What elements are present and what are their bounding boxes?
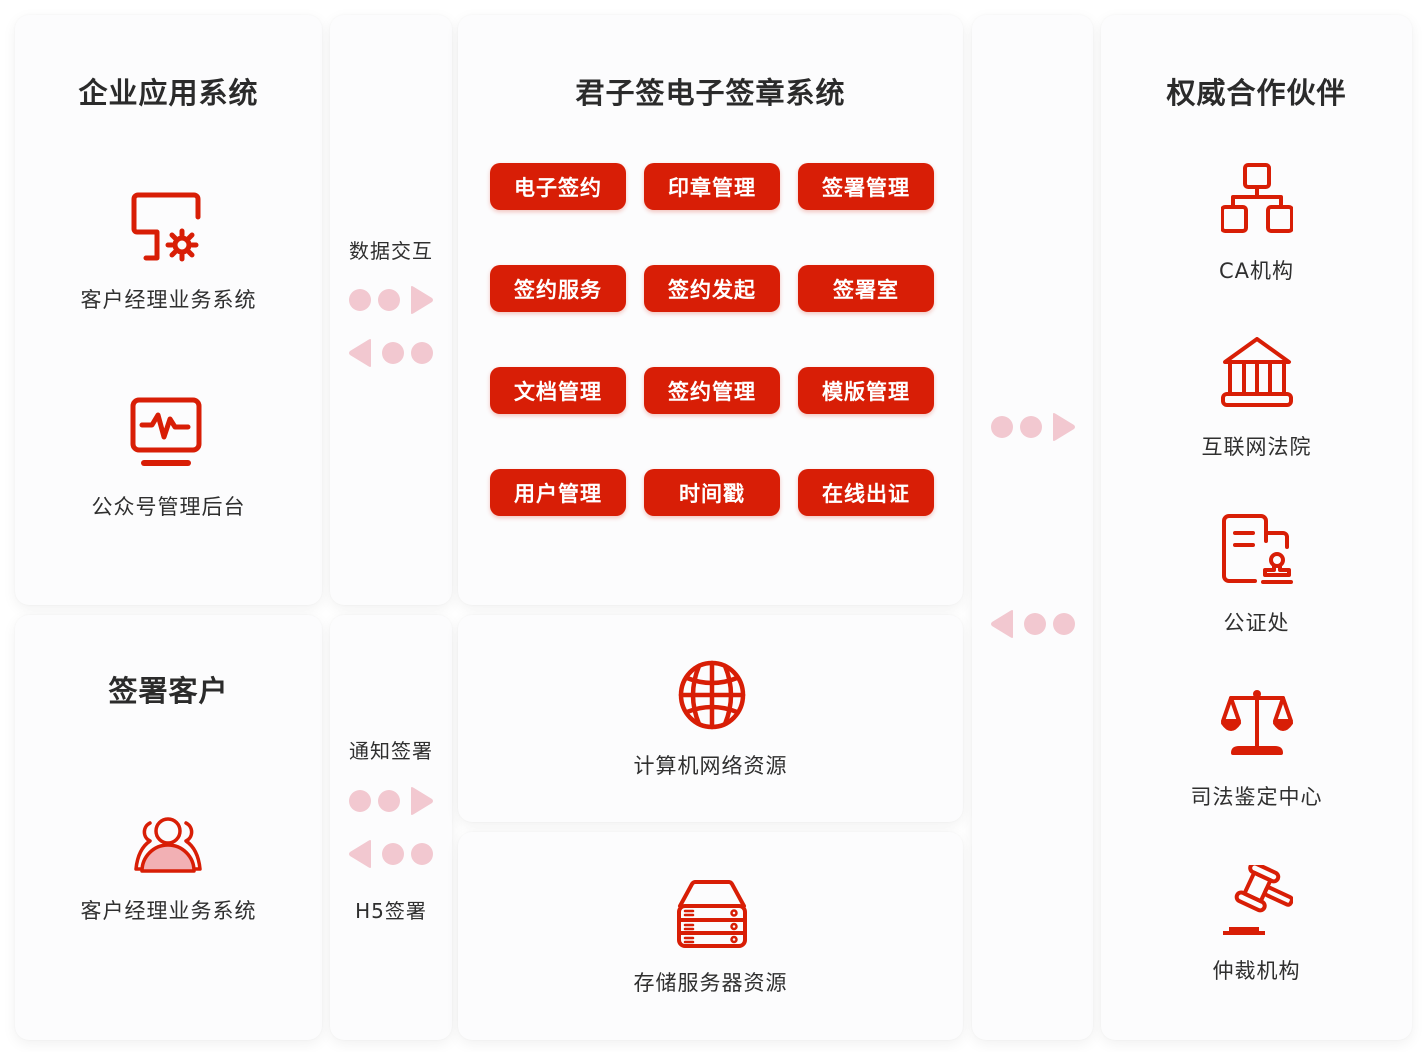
scales-icon [1221,689,1293,761]
partner-label: CA机构 [1218,259,1295,283]
core-system-card: 君子签电子签章系统 电子签约 印章管理 签署管理 签约服务 签约发起 签署室 文… [458,15,963,605]
globe-icon [677,660,747,730]
module-signing-service[interactable]: 签约服务 [490,265,626,312]
module-contract-management[interactable]: 签约管理 [644,367,780,414]
module-online-certificate[interactable]: 在线出证 [798,469,934,516]
users-group-icon [132,815,204,875]
server-icon [676,878,748,950]
module-template-management[interactable]: 模版管理 [798,367,934,414]
partner-label: 司法鉴定中心 [1190,785,1323,809]
partner-label: 公证处 [1223,611,1290,635]
partners-card: 权威合作伙伴 CA机构 互联网法院 [1101,15,1412,1040]
data-exchange-label: 数据交互 [349,239,433,263]
left-arrow-icon [348,338,434,368]
enterprise-apps-title: 企业应用系统 [78,76,259,110]
courthouse-icon [1221,337,1293,409]
module-signing-room[interactable]: 签署室 [798,265,934,312]
notary-stamp-icon [1221,513,1293,585]
right-arrow-icon [348,786,434,816]
notify-sign-label: 通知签署 [349,739,433,763]
enterprise-app-label: 公众号管理后台 [91,495,246,519]
left-arrow-icon [348,839,434,869]
partners-title: 权威合作伙伴 [1166,76,1347,110]
network-resource-label: 计算机网络资源 [633,754,788,778]
module-e-sign[interactable]: 电子签约 [490,163,626,210]
partner-label: 仲裁机构 [1212,959,1301,983]
partner-flow-column [972,15,1093,1040]
enterprise-apps-card: 企业应用系统 客户经理业务系统 [15,15,322,605]
left-arrow-icon [990,609,1076,639]
data-exchange-column: 数据交互 [330,15,452,605]
h5-sign-label: H5签署 [355,899,427,923]
module-user-management[interactable]: 用户管理 [490,469,626,516]
right-arrow-icon [990,412,1076,442]
partner-label: 互联网法院 [1201,435,1312,459]
core-system-title: 君子签电子签章系统 [575,76,846,110]
module-seal-management[interactable]: 印章管理 [644,163,780,210]
notify-flow-column: 通知签署 H5签署 [330,615,452,1040]
signing-customers-card: 签署客户 客户经理业务系统 [15,615,322,1040]
signing-customers-title: 签署客户 [108,674,229,708]
module-document-management[interactable]: 文档管理 [490,367,626,414]
enterprise-app-label: 客户经理业务系统 [80,288,257,312]
storage-resource-label: 存储服务器资源 [633,971,788,995]
signing-customer-label: 客户经理业务系统 [80,899,257,923]
module-signing-initiate[interactable]: 签约发起 [644,265,780,312]
monitor-gear-icon [130,191,202,263]
network-resource-card: 计算机网络资源 [458,615,963,822]
module-signing-management[interactable]: 签署管理 [798,163,934,210]
hierarchy-icon [1221,162,1293,234]
gavel-icon [1221,865,1293,937]
right-arrow-icon [348,285,434,315]
storage-resource-card: 存储服务器资源 [458,832,963,1040]
monitor-pulse-icon [130,397,202,469]
module-timestamp[interactable]: 时间戳 [644,469,780,516]
